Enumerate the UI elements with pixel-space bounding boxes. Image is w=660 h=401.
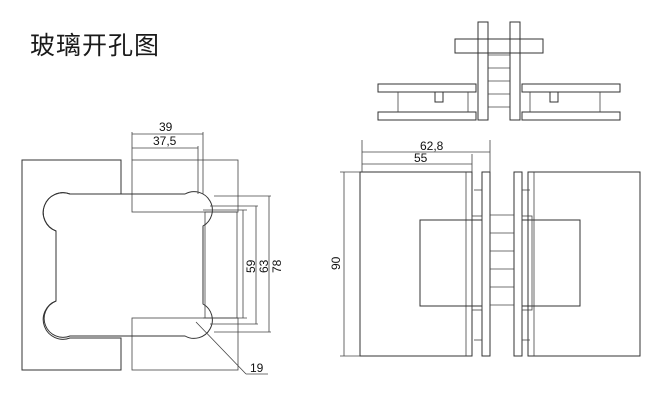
dim-39: 39	[159, 120, 173, 134]
hinge-cutout	[42, 191, 213, 339]
dim-59: 59	[244, 259, 258, 273]
glass-outline	[21, 159, 122, 371]
hinge-elevation-view: 62,8 55 90	[329, 139, 641, 357]
dim-63: 63	[257, 259, 271, 273]
hatch-panel-middle	[204, 211, 238, 319]
dim-55: 55	[414, 151, 428, 165]
hatch-panel-bottom	[131, 317, 239, 371]
hinge-plan-view	[377, 21, 621, 121]
dim-78: 78	[270, 259, 284, 273]
dim-62-8: 62,8	[420, 139, 444, 153]
dim-19: 19	[250, 361, 264, 375]
left-view: 39 37,5 59 63 78 19	[21, 120, 284, 375]
hatch-panel-top	[131, 159, 239, 213]
dim-90: 90	[329, 256, 343, 270]
dim-37-5: 37,5	[153, 134, 177, 148]
page-title: 玻璃开孔图	[30, 31, 161, 60]
